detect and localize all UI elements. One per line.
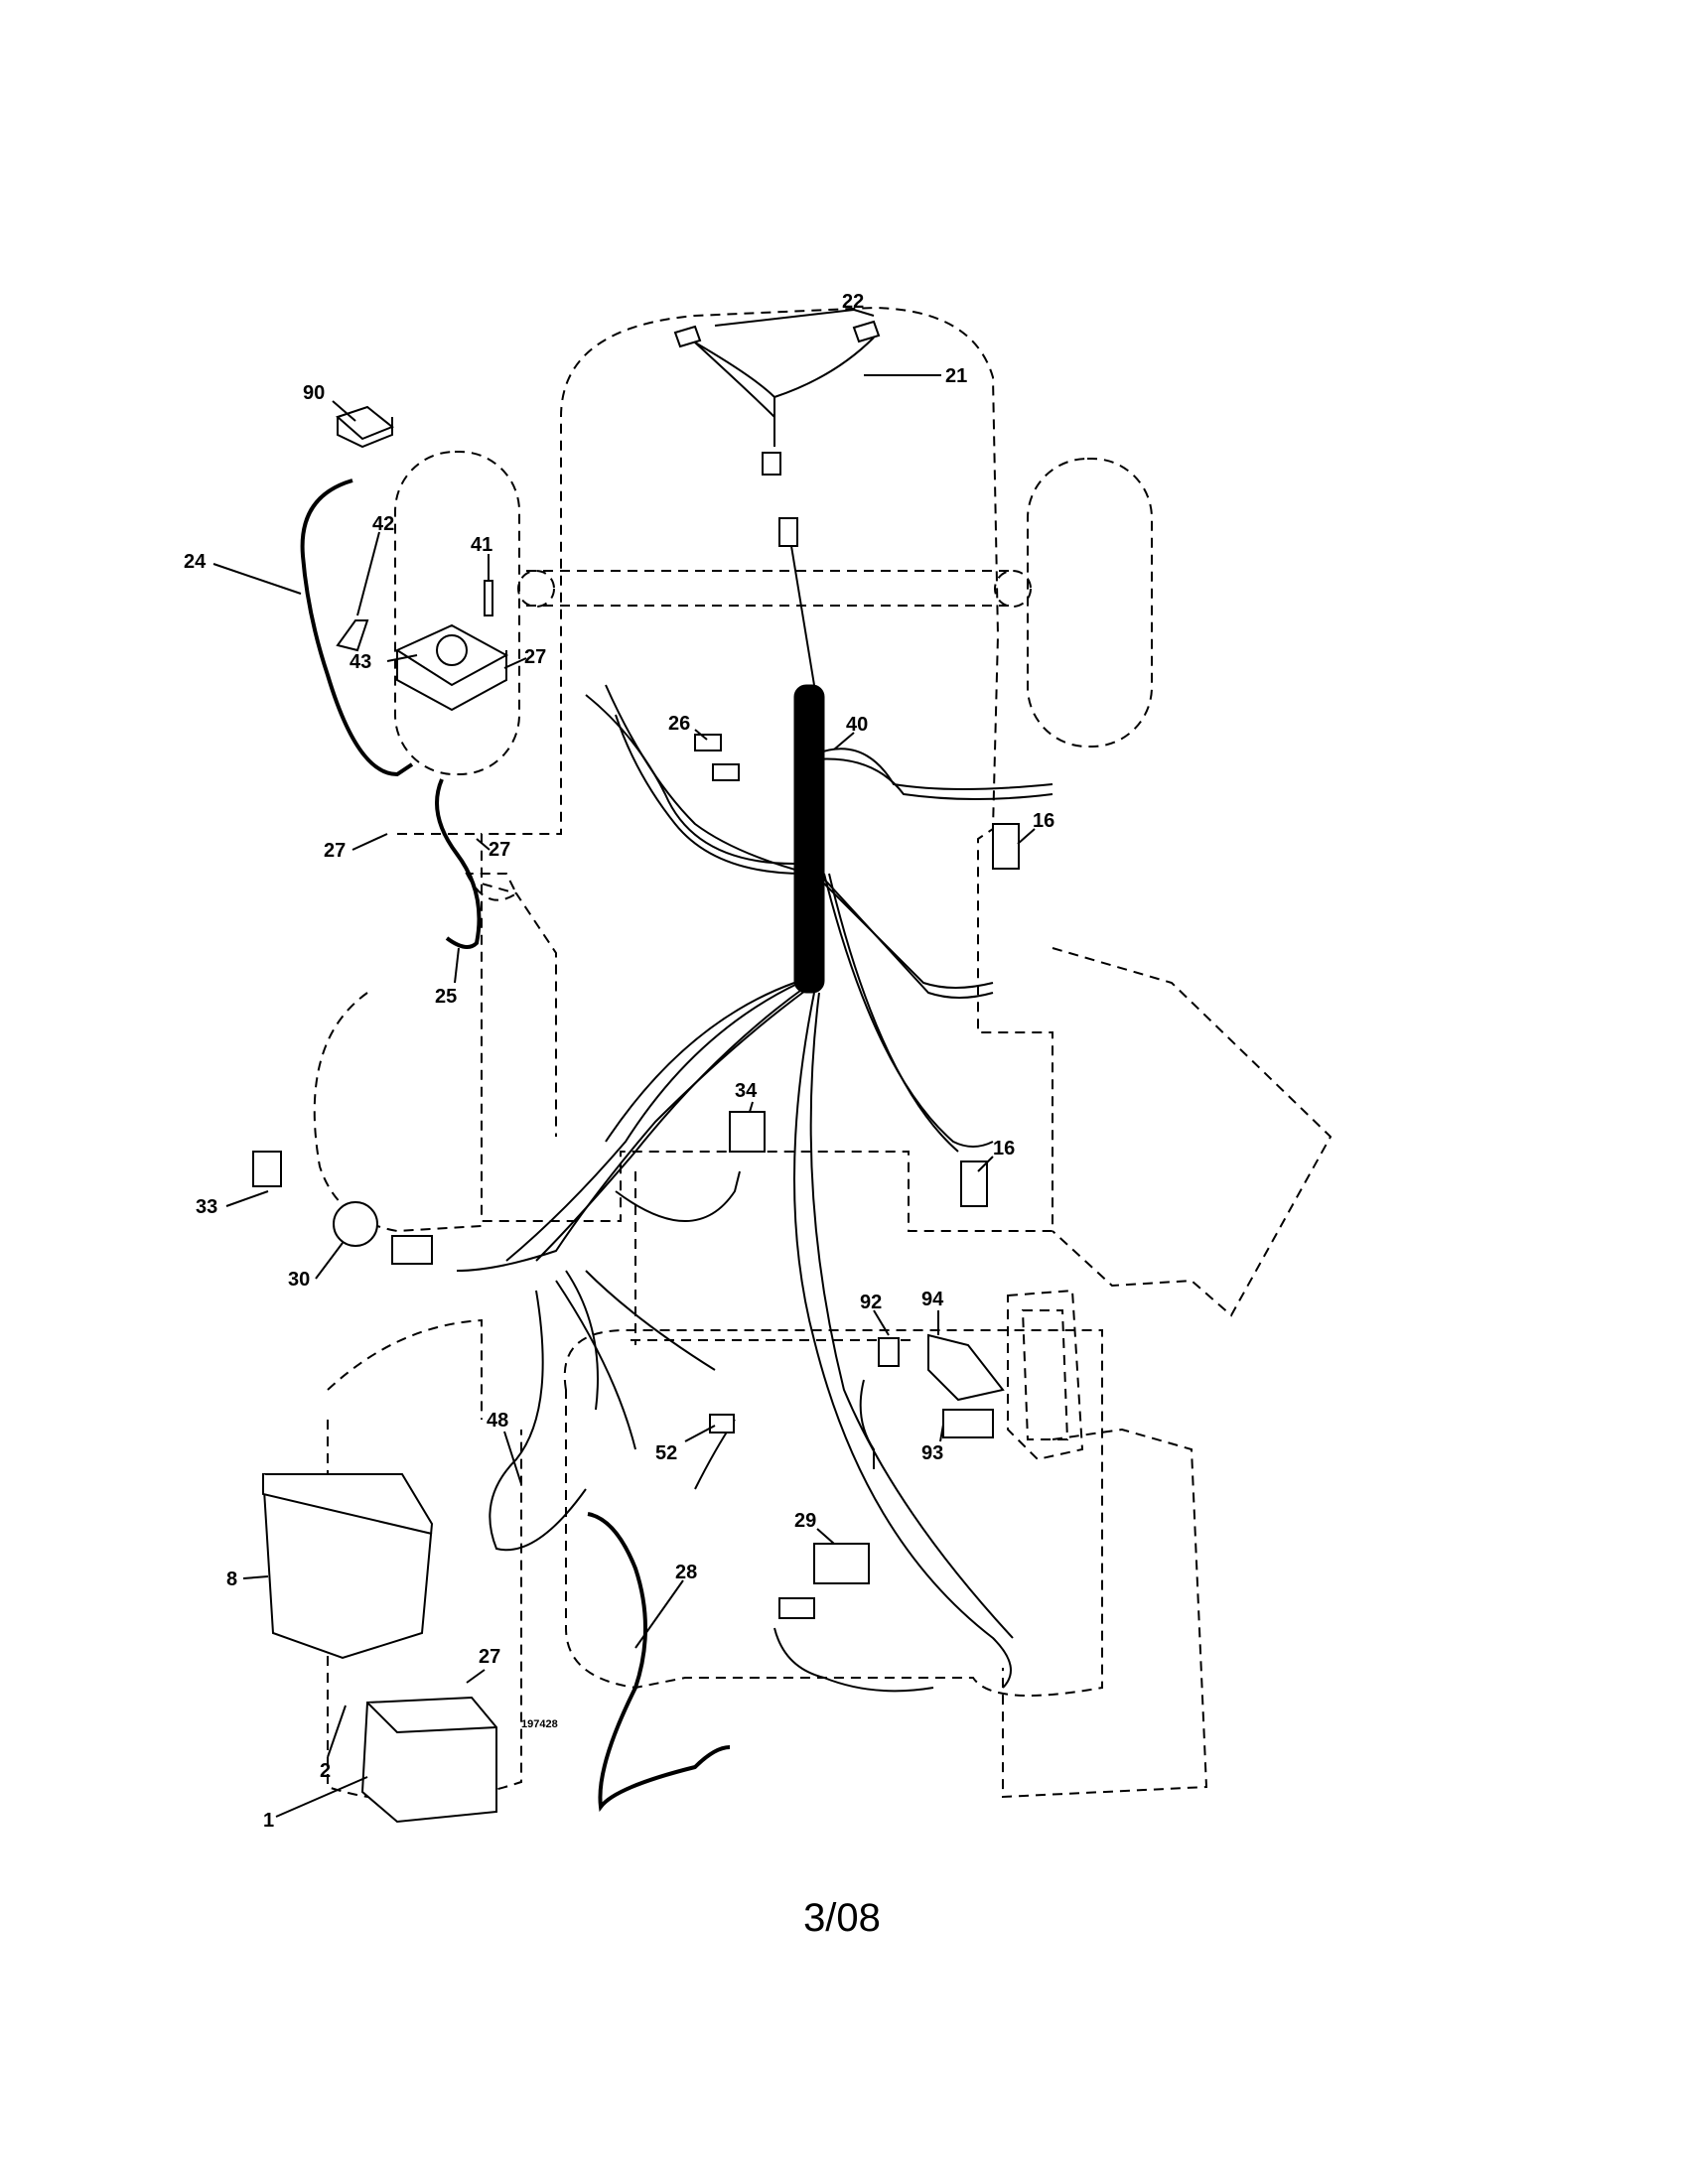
part-52	[709, 1414, 735, 1433]
callout-21: 21	[945, 365, 967, 387]
callout-2: 2	[320, 1760, 331, 1782]
callout-92: 92	[860, 1292, 882, 1313]
part-8	[261, 1473, 434, 1660]
battery-cables	[300, 478, 731, 1813]
callout-27a: 27	[524, 646, 546, 668]
drawing-number: 197428	[521, 1718, 558, 1730]
part-41	[484, 580, 493, 616]
callout-42: 42	[372, 513, 394, 535]
leader-lines	[212, 309, 1036, 1818]
callout-26: 26	[668, 713, 690, 735]
callout-24: 24	[184, 551, 207, 573]
callout-22: 22	[842, 291, 864, 313]
callout-90: 90	[303, 382, 325, 404]
callout-16a: 16	[1033, 810, 1054, 832]
callout-27c: 27	[489, 839, 510, 861]
date-code: 3/08	[803, 1896, 881, 1940]
wire-harness	[456, 337, 1053, 1693]
callout-16b: 16	[993, 1138, 1015, 1160]
part-34	[729, 1111, 766, 1153]
callout-93: 93	[921, 1442, 943, 1464]
callout-1: 1	[263, 1810, 274, 1832]
callout-labels: 22 21 90 24 42 41 43 27 27 27 26 40 16 1…	[184, 291, 1054, 1832]
part-42	[336, 619, 369, 652]
callout-43: 43	[350, 651, 371, 673]
callout-28: 28	[675, 1562, 697, 1583]
part-93	[942, 1409, 994, 1438]
part-16-lower	[960, 1160, 988, 1207]
part-92	[878, 1337, 900, 1367]
part-43	[394, 623, 509, 712]
callout-48: 48	[487, 1410, 508, 1432]
part-30	[333, 1201, 378, 1247]
headlight-right-bulb	[852, 320, 881, 343]
callout-52: 52	[655, 1442, 677, 1464]
callout-8: 8	[226, 1569, 237, 1590]
harness-connector	[778, 517, 798, 547]
callout-27d: 27	[479, 1646, 500, 1668]
callout-30: 30	[288, 1269, 310, 1291]
headlight-connector	[762, 452, 781, 476]
part-16-upper	[992, 823, 1020, 870]
callout-94: 94	[921, 1289, 944, 1310]
callout-27b: 27	[324, 840, 346, 862]
headlight-left-bulb	[673, 325, 702, 348]
components	[252, 320, 1020, 1824]
callout-25: 25	[435, 986, 457, 1008]
callout-34: 34	[735, 1080, 758, 1102]
part-94	[927, 1333, 1005, 1402]
part-33	[252, 1151, 282, 1187]
callout-41: 41	[471, 534, 492, 556]
coil-wrap	[793, 684, 825, 994]
callout-40: 40	[846, 714, 868, 736]
callout-29: 29	[794, 1510, 816, 1532]
callout-33: 33	[196, 1196, 217, 1218]
part-26	[694, 734, 722, 751]
part-29	[813, 1543, 870, 1584]
